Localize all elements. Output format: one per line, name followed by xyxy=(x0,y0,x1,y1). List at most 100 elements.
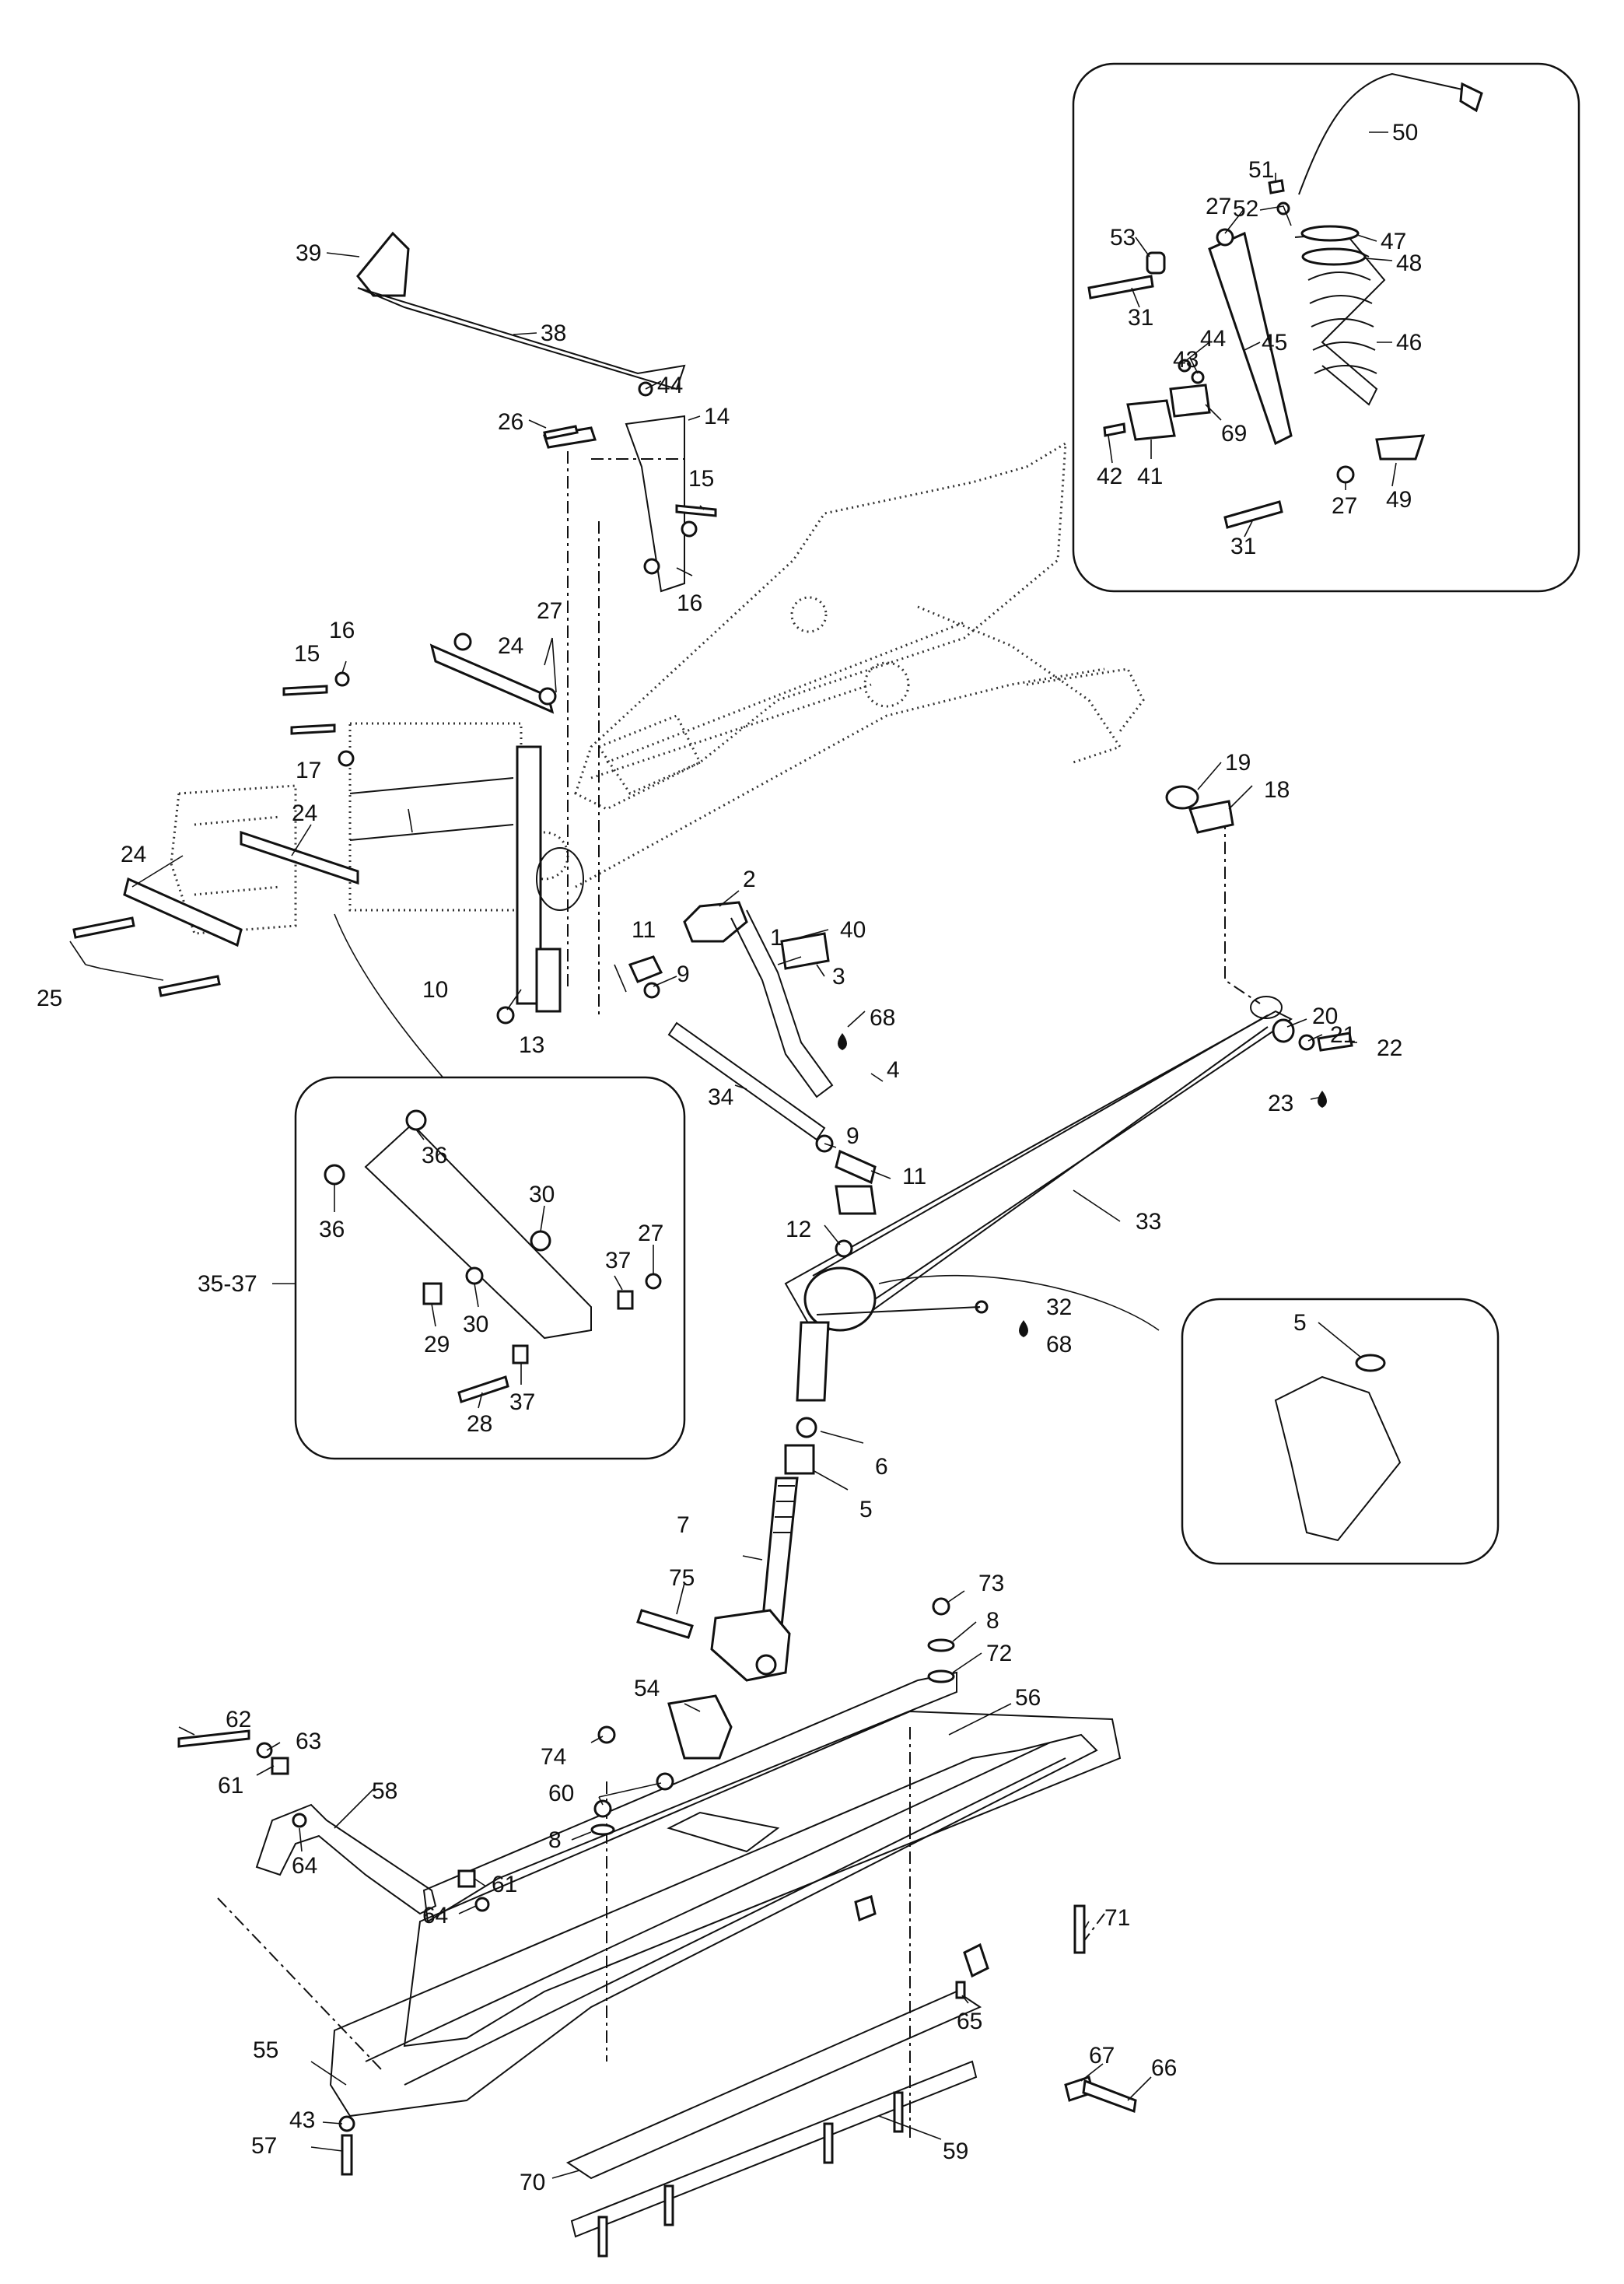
label-44: 44 xyxy=(657,373,683,398)
label-21: 21 xyxy=(1330,1022,1356,1048)
label-20: 20 xyxy=(1312,1004,1338,1029)
callout-leader-link xyxy=(334,913,467,1105)
label-31b: 31 xyxy=(1230,534,1256,559)
label-33: 33 xyxy=(1136,1209,1161,1235)
bolt-31b xyxy=(1223,500,1283,529)
label-1: 1 xyxy=(770,925,783,951)
label-24b: 24 xyxy=(292,800,317,826)
label-23: 23 xyxy=(1268,1091,1293,1116)
bolt-22 xyxy=(1317,1032,1353,1052)
label-24c: 24 xyxy=(121,842,146,867)
label-30b: 30 xyxy=(463,1312,488,1337)
callout-leader-spindle xyxy=(878,1274,1160,1331)
bushing-37a xyxy=(617,1290,634,1310)
spindle xyxy=(636,1477,799,1682)
label-58: 58 xyxy=(372,1778,397,1804)
label-48: 48 xyxy=(1396,250,1422,276)
bolt-28 xyxy=(457,1375,509,1403)
chassis-frame-outline xyxy=(170,441,1145,935)
plate-40 xyxy=(780,932,830,970)
label-2: 2 xyxy=(743,867,756,892)
label-16b: 16 xyxy=(329,618,355,643)
label-14: 14 xyxy=(704,404,730,429)
bolt-25a xyxy=(72,916,135,939)
bushing-5-detail xyxy=(1355,1354,1386,1372)
washer-21 xyxy=(1298,1034,1315,1051)
label-45: 45 xyxy=(1262,330,1287,356)
label-12: 12 xyxy=(786,1217,811,1242)
ski-hardware xyxy=(590,1597,955,1836)
label-37b: 37 xyxy=(509,1389,535,1415)
bolt-15c xyxy=(675,504,717,517)
steering-bracket-assembly xyxy=(348,722,584,1013)
nut-64a xyxy=(292,1813,307,1828)
label-68b: 68 xyxy=(1046,1332,1072,1357)
label-6: 6 xyxy=(875,1454,888,1480)
grease-icon-68b xyxy=(1019,1320,1028,1337)
block-4 xyxy=(835,1185,877,1215)
bolt-66 xyxy=(1082,2079,1137,2114)
bolts xyxy=(72,425,717,1025)
label-67: 67 xyxy=(1089,2043,1115,2069)
label-22: 22 xyxy=(1377,1035,1402,1061)
label-54: 54 xyxy=(634,1676,660,1701)
rail-upper xyxy=(422,1671,957,1923)
label-72: 72 xyxy=(986,1641,1012,1666)
spindle-foot xyxy=(710,1609,791,1682)
grease-icon-68a xyxy=(838,1033,847,1050)
ski-handle xyxy=(177,1729,490,1915)
spindle-housing xyxy=(803,1266,877,1332)
label-56: 56 xyxy=(1015,1685,1041,1711)
label-52: 52 xyxy=(1233,196,1258,222)
ski-body-55 xyxy=(329,1733,1098,2118)
retainer-47 xyxy=(1300,225,1360,242)
label-34: 34 xyxy=(708,1084,733,1110)
washer-44 xyxy=(1178,359,1192,373)
screw-51 xyxy=(1268,179,1285,194)
label-9a: 9 xyxy=(677,962,690,987)
nut-9a xyxy=(643,982,660,999)
label-49: 49 xyxy=(1386,487,1412,513)
rod-end-11a xyxy=(628,955,663,983)
label-8b: 8 xyxy=(548,1827,562,1853)
bushing-18 xyxy=(1188,800,1234,834)
label-40: 40 xyxy=(840,917,866,943)
label-43: 43 xyxy=(1173,347,1199,373)
assembly-leaders xyxy=(217,451,1261,2139)
label-leaders xyxy=(69,131,1397,2179)
nut-74 xyxy=(597,1725,616,1744)
label-26: 26 xyxy=(498,409,523,435)
bushing-37b xyxy=(512,1344,529,1364)
ski-assembly xyxy=(329,1671,1137,2258)
bolt-57 xyxy=(341,2134,353,2176)
label-68a: 68 xyxy=(870,1005,895,1031)
bushing-61a xyxy=(271,1757,289,1775)
nut-73 xyxy=(932,1597,950,1616)
label-70: 70 xyxy=(520,2170,545,2195)
rod-end-11b xyxy=(835,1149,877,1185)
tie-rod-34 xyxy=(667,1021,826,1141)
nut-64b xyxy=(474,1897,490,1912)
spindle-bushing-callout xyxy=(1181,1298,1500,1565)
wear-bar-59 xyxy=(570,2060,978,2238)
oring-52 xyxy=(1276,201,1290,215)
label-19: 19 xyxy=(1225,750,1251,776)
plate-14 xyxy=(625,415,685,593)
nut-30a xyxy=(530,1230,551,1252)
label-63: 63 xyxy=(296,1729,321,1754)
bolt-42 xyxy=(1103,422,1126,437)
washer-43 xyxy=(1191,370,1205,384)
bolt-15a xyxy=(282,685,328,696)
pin-75 xyxy=(636,1609,694,1639)
label-65: 65 xyxy=(957,2009,982,2034)
label-60: 60 xyxy=(548,1781,574,1806)
cap-54 xyxy=(667,1694,733,1760)
label-25: 25 xyxy=(37,986,62,1011)
label-27-link: 27 xyxy=(638,1221,663,1246)
bar-38 xyxy=(357,287,686,391)
label-4: 4 xyxy=(887,1057,900,1083)
nut-27 xyxy=(645,1273,662,1290)
plate-70 xyxy=(565,1990,982,2180)
label-37a: 37 xyxy=(605,1248,631,1273)
nut-63 xyxy=(256,1742,273,1759)
